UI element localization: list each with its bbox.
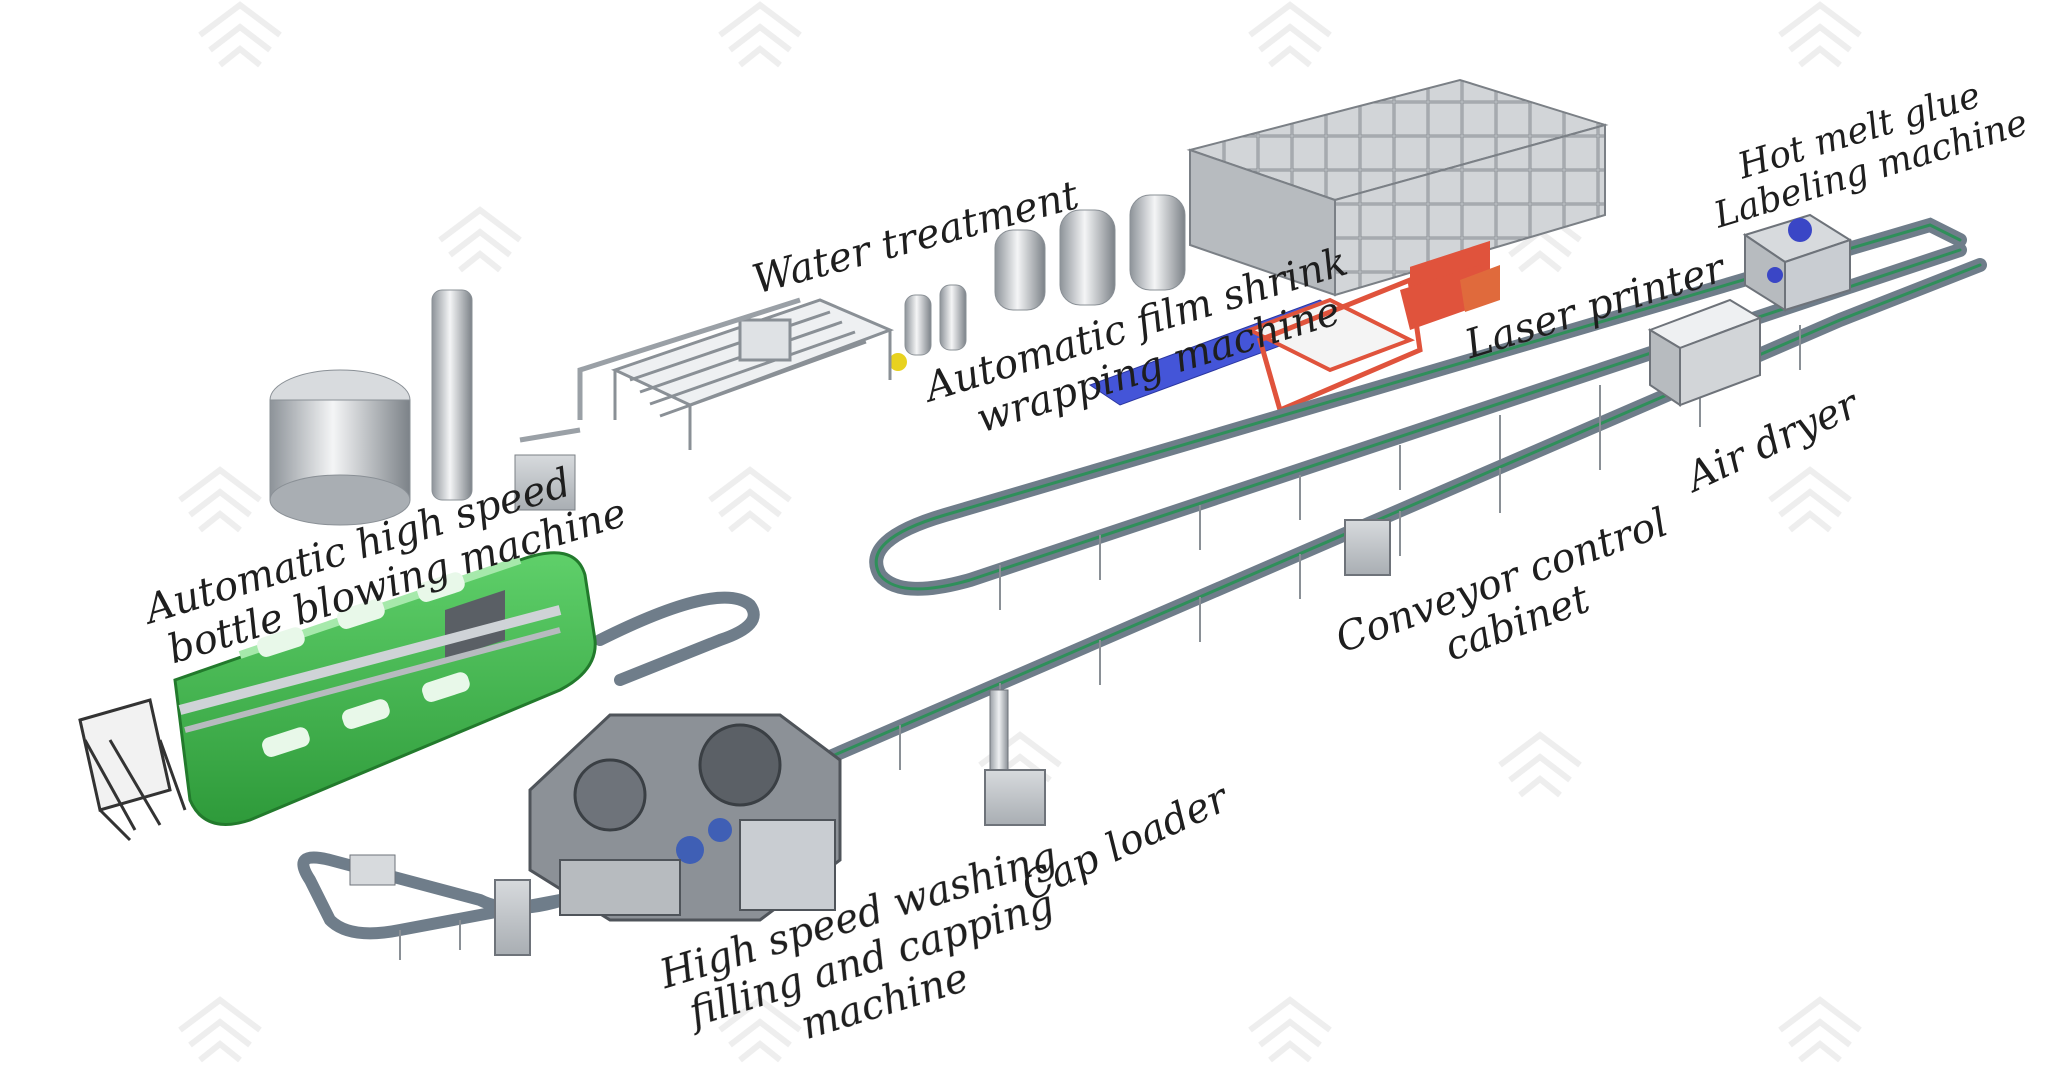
water-pipe: [519, 297, 801, 443]
watermark-logo-icon: [178, 466, 262, 533]
conveyor-control-cabinet: [1344, 519, 1391, 576]
watermark-logo-icon: [198, 1, 282, 68]
water-treatment-tanks: [889, 194, 1186, 371]
watermark-logo-icon: [438, 206, 522, 273]
bottle-blowing-machine: [173, 551, 597, 826]
watermark-logo-icon: [1778, 996, 1862, 1063]
storage-tank-array: [1186, 78, 1609, 297]
washing-filling-capping-machine: [528, 713, 842, 922]
film-shrink-machine: [1088, 240, 1500, 414]
preform-loader: [78, 698, 187, 842]
cap-loader: [984, 689, 1046, 826]
control-panel: [494, 879, 531, 956]
upper-conveyor-loop: [869, 217, 1967, 596]
watermark-logo-icon: [718, 996, 802, 1063]
watermark-group: [178, 1, 1862, 1063]
small-panel: [349, 854, 396, 886]
watermark-logo-icon: [708, 466, 792, 533]
mixing-tank: [269, 369, 411, 526]
pump-unit: [514, 454, 576, 511]
watermark-logo-icon: [718, 1, 802, 68]
watermark-logo-icon: [1778, 1, 1862, 68]
main-conveyor-line: [297, 258, 1987, 940]
labeling-machine: [1742, 213, 1853, 312]
watermark-logo-icon: [178, 996, 262, 1063]
watermark-logo-icon: [1248, 996, 1332, 1063]
watermark-logo-icon: [1248, 1, 1332, 68]
air-dryer: [1647, 298, 1763, 407]
watermark-logo-icon: [1768, 466, 1852, 533]
ro-water-treatment-rack: [610, 298, 895, 450]
vertical-column: [431, 289, 473, 501]
watermark-logo-icon: [1498, 731, 1582, 798]
